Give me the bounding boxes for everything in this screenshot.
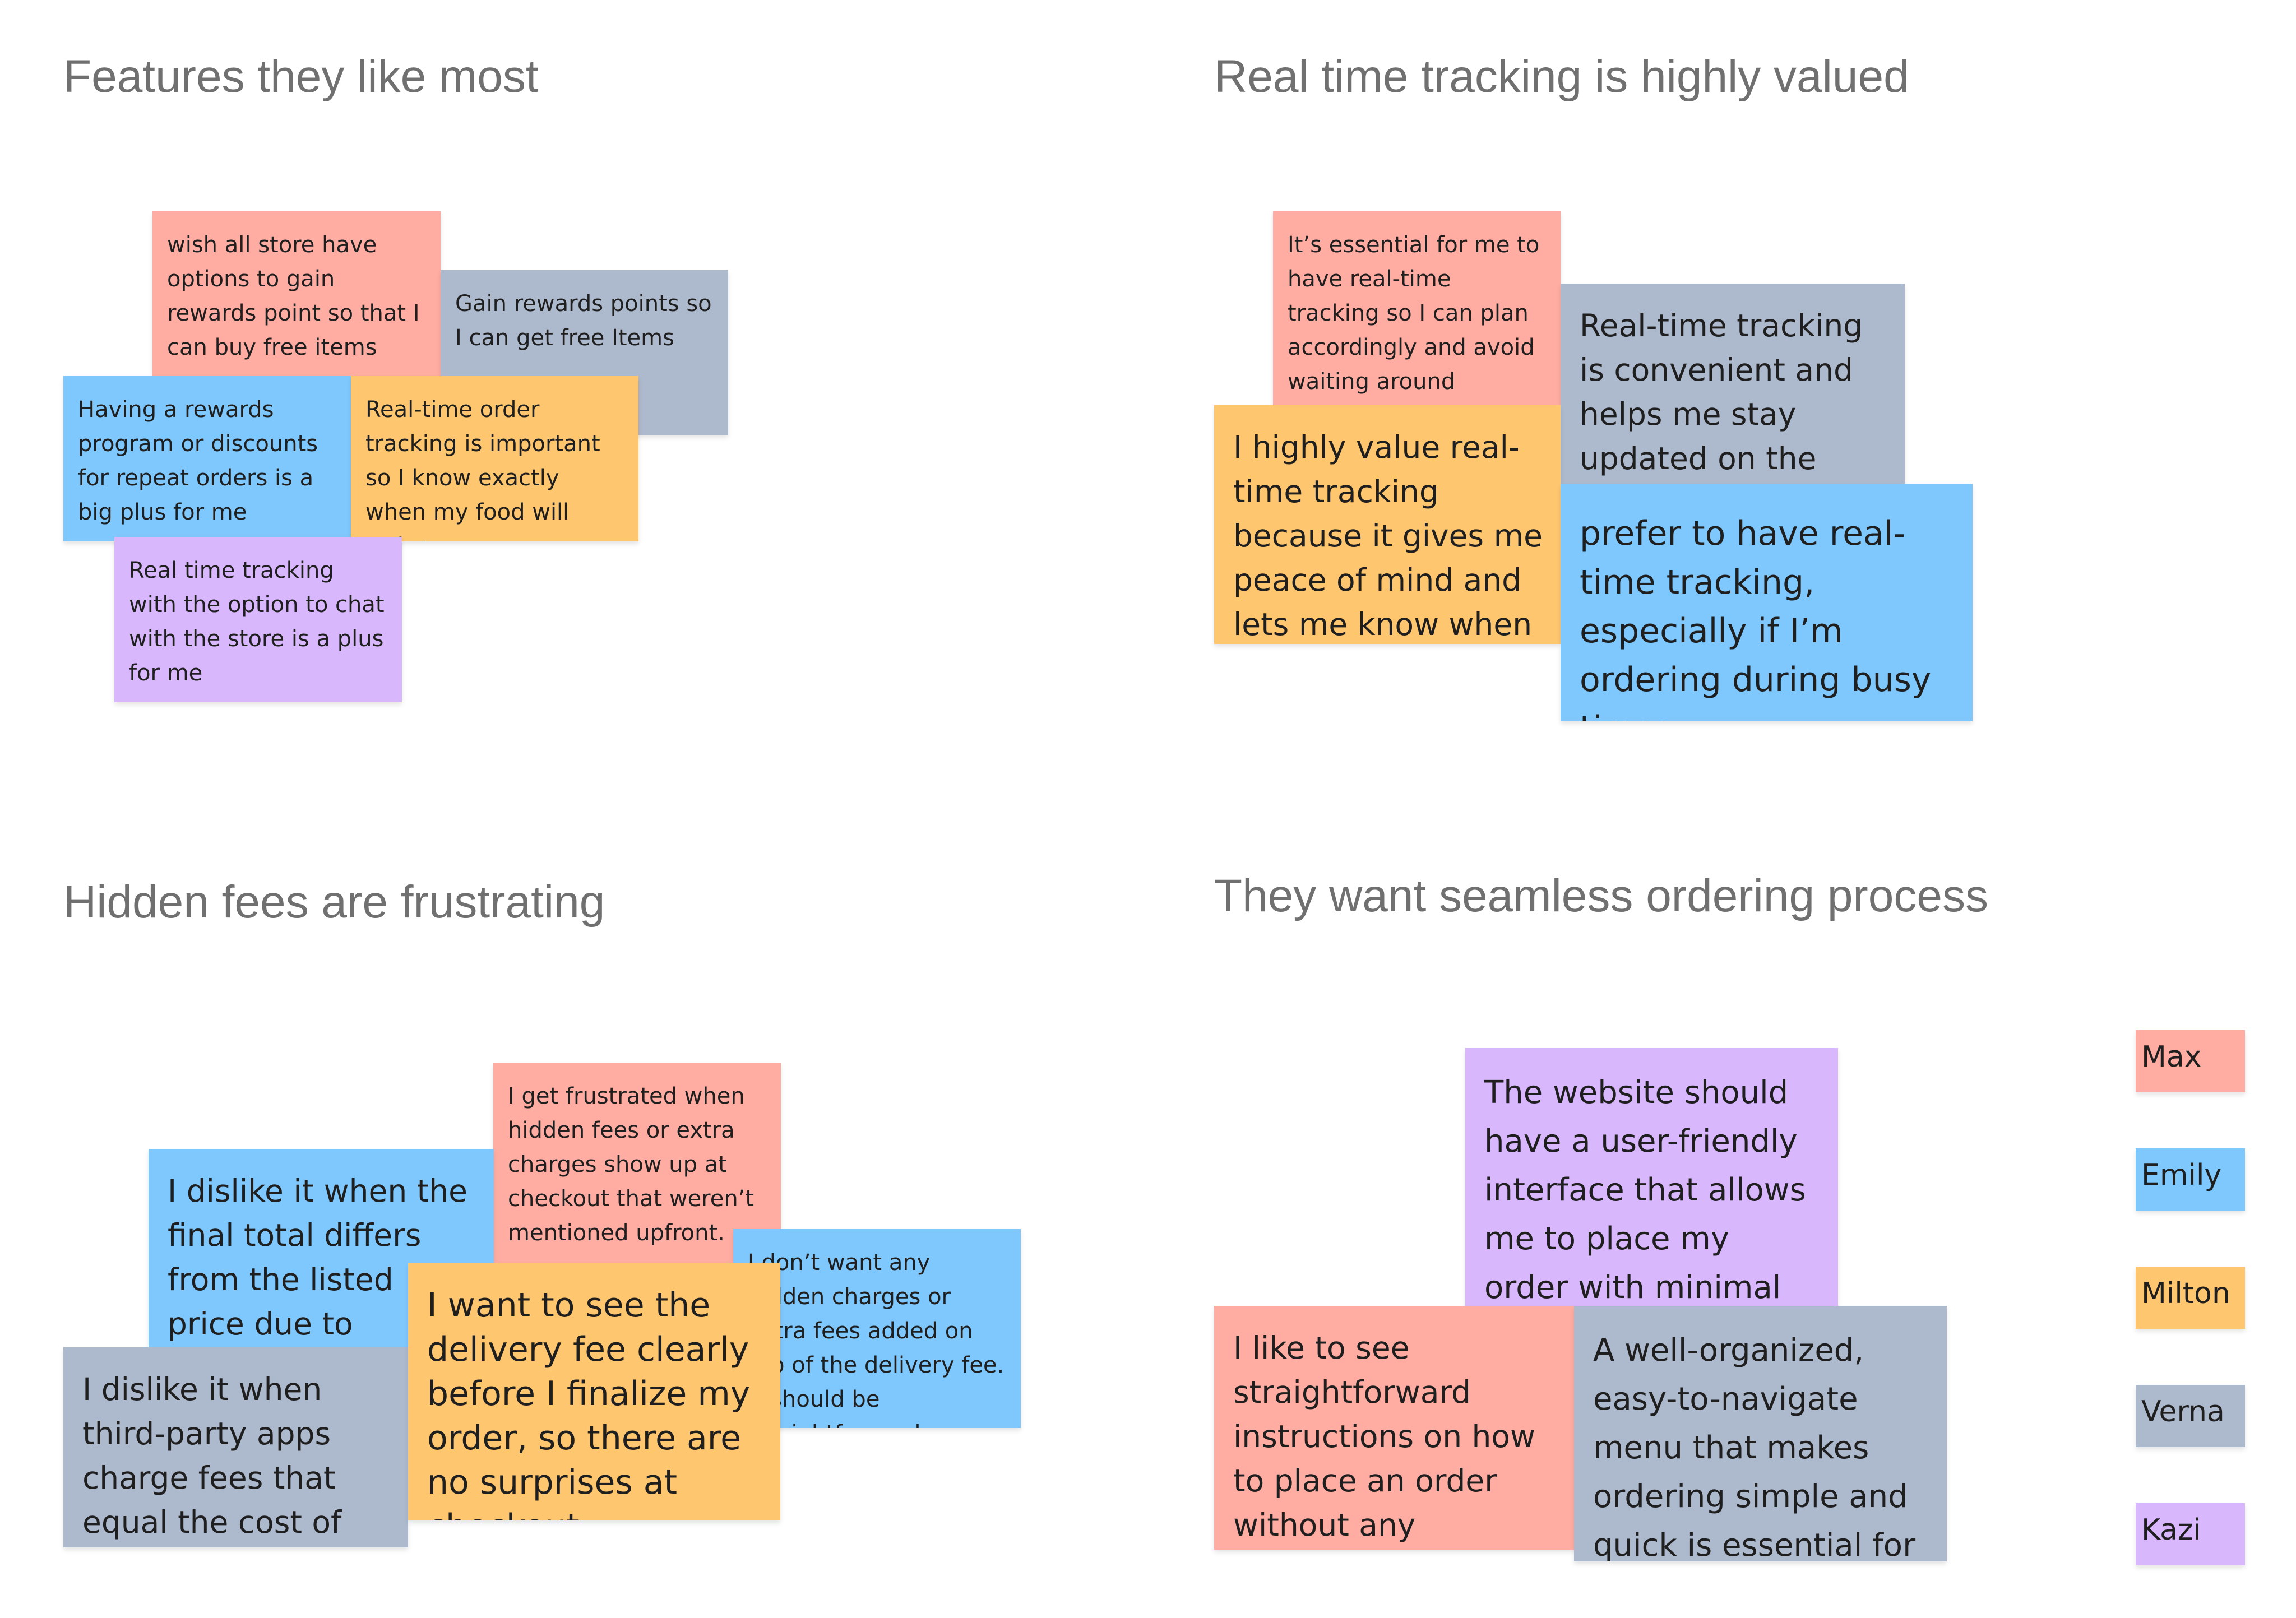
sticky-note-emily[interactable]: I don’t want any hidden charges or extra…	[733, 1229, 1021, 1428]
sticky-note-emily[interactable]: prefer to have real-time tracking, espec…	[1561, 484, 1973, 721]
sticky-note-max[interactable]: wish all store have options to gain rewa…	[152, 211, 441, 376]
sticky-note-verna[interactable]: A well-organized, easy-to-navigate menu …	[1574, 1306, 1947, 1561]
sticky-note-text: I don’t want any hidden charges or extra…	[748, 1250, 1004, 1428]
sticky-note-text: I dislike it when third-party apps charg…	[82, 1371, 342, 1540]
sticky-note-milton[interactable]: I highly value real-time tracking becaus…	[1214, 405, 1561, 644]
sticky-note-text: The website should have a user-friendly …	[1484, 1074, 1806, 1306]
sticky-note-verna[interactable]: I dislike it when third-party apps charg…	[63, 1347, 408, 1547]
sticky-note-max[interactable]: I like to see straightforward instructio…	[1214, 1306, 1578, 1550]
sticky-note-max[interactable]: I get frustrated when hidden fees or ext…	[493, 1063, 781, 1263]
sticky-note-emily[interactable]: I dislike it when the final total differ…	[149, 1149, 494, 1347]
section-title-seamless-ordering: They want seamless ordering process	[1214, 870, 1988, 921]
sticky-note-text: I want to see the delivery fee clearly b…	[427, 1286, 751, 1520]
legend-max: Max	[2136, 1030, 2245, 1092]
sticky-note-text: Real-time tracking is convenient and hel…	[1580, 308, 1863, 476]
sticky-note-text: wish all store have options to gain rewa…	[167, 232, 420, 360]
sticky-note-verna[interactable]: Real-time tracking is convenient and hel…	[1561, 284, 1905, 484]
sticky-note-text: I get frustrated when hidden fees or ext…	[508, 1083, 754, 1246]
sticky-note-text: I dislike it when the final total differ…	[168, 1173, 467, 1342]
sticky-note-text: Having a rewards program or discounts fo…	[78, 397, 318, 525]
legend-milton: Milton	[2136, 1267, 2245, 1329]
sticky-note-text: It’s essential for me to have real-time …	[1288, 232, 1540, 405]
sticky-note-text: prefer to have real-time tracking, espec…	[1580, 514, 1932, 721]
sticky-note-text: I like to see straightforward instructio…	[1233, 1330, 1536, 1543]
section-title-hidden-fees: Hidden fees are frustrating	[63, 877, 605, 928]
sticky-note-max[interactable]: It’s essential for me to have real-time …	[1273, 211, 1561, 405]
section-title-features: Features they like most	[63, 51, 539, 102]
sticky-note-emily[interactable]: Having a rewards program or discounts fo…	[63, 376, 351, 541]
sticky-note-milton[interactable]: I want to see the delivery fee clearly b…	[408, 1263, 780, 1520]
sticky-note-text: Real time tracking with the option to ch…	[129, 558, 385, 686]
sticky-note-text: I highly value real-time tracking becaus…	[1233, 429, 1543, 642]
sticky-note-text: Gain rewards points so I can get free It…	[455, 291, 712, 351]
sticky-note-milton[interactable]: Real-time order tracking is important so…	[351, 376, 638, 541]
legend-verna: Verna	[2136, 1385, 2245, 1447]
section-title-tracking: Real time tracking is highly valued	[1214, 51, 1909, 102]
sticky-note-kazi[interactable]: The website should have a user-friendly …	[1465, 1048, 1838, 1306]
sticky-note-text: A well-organized, easy-to-navigate menu …	[1593, 1332, 1916, 1561]
legend-kazi: Kazi	[2136, 1503, 2245, 1565]
legend-emily: Emily	[2136, 1148, 2245, 1211]
sticky-note-text: Real-time order tracking is important so…	[365, 397, 600, 541]
sticky-note-kazi[interactable]: Real time tracking with the option to ch…	[114, 537, 402, 702]
